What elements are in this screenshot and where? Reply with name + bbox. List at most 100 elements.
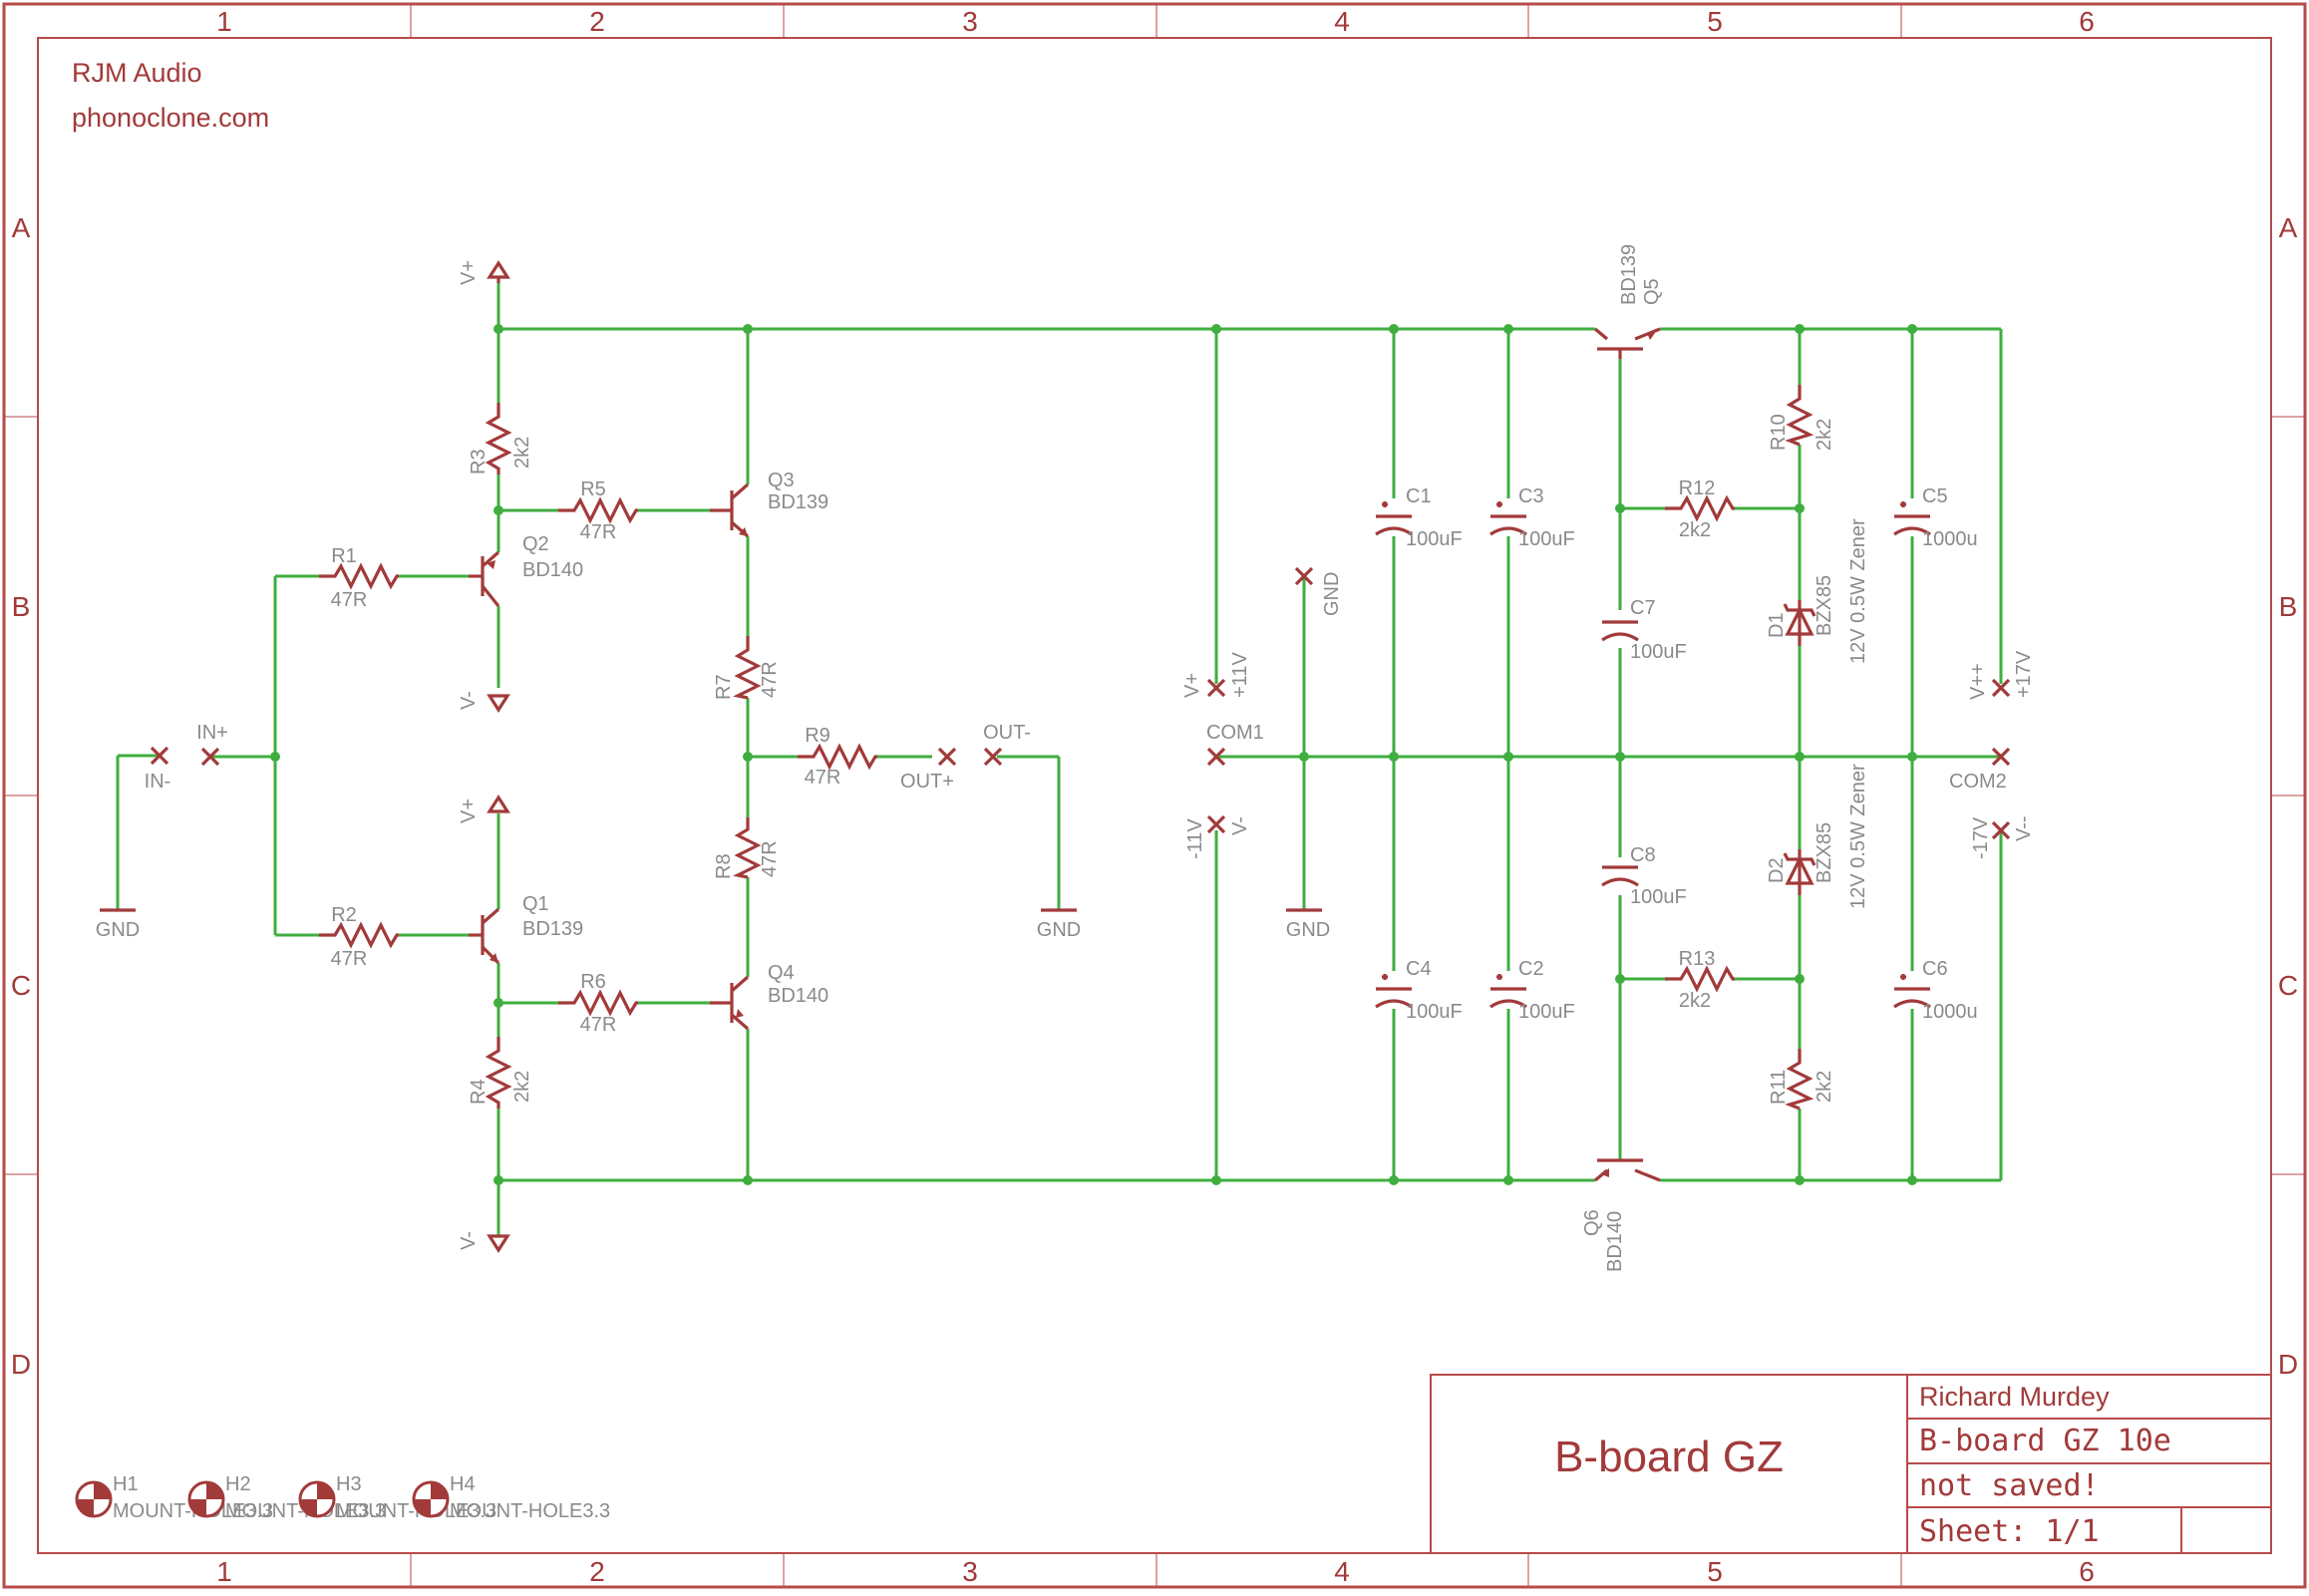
schematic-label: IN+ (196, 722, 228, 744)
schematic-label: R8 (713, 853, 735, 879)
schematic-label: 1000u (1922, 1001, 1978, 1023)
frame-col-4-bottom: 4 (1334, 1556, 1350, 1587)
resistor-r13: R13 2k2 (1665, 948, 1735, 1012)
schematic-label: C4 (1406, 958, 1432, 980)
frame-col-1-top: 1 (216, 6, 232, 37)
frame-row-a-left: A (12, 212, 31, 243)
schematic-label: 47R (331, 589, 368, 611)
frame-row-c-right: C (2278, 970, 2298, 1001)
resistor-r3: R3 2k2 (468, 403, 533, 475)
capacitor-c8: C8 100uF (1601, 844, 1687, 908)
schematic-label: Q3 (768, 470, 795, 491)
schematic-label: +17V (2013, 650, 2035, 698)
connector-in-plus: IN+ (196, 722, 228, 767)
zener-diode-d1: D1 BZX85 12V 0.5W Zener (1766, 518, 1869, 664)
schematic-label: C2 (1518, 958, 1544, 980)
transistor-q2: Q2 BD140 (469, 533, 583, 607)
schematic-label: R1 (331, 545, 357, 567)
schematic-label: H1 (113, 1473, 139, 1495)
schematic-label: C1 (1406, 485, 1432, 507)
capacitor-c2: C2 100uF (1489, 958, 1575, 1023)
mount-hole-h2: H2 MOUNT-HOLE3.3 (187, 1473, 386, 1522)
schematic-label: MOUNT-HOLE3.3 (336, 1500, 496, 1522)
frame-row-b-left: B (12, 591, 31, 622)
schematic-label: V- (458, 1231, 480, 1250)
schematic-label: V+ (1181, 673, 1203, 698)
schematic-label: GND (96, 919, 140, 941)
schematic-label: R6 (580, 971, 606, 993)
frame-col-4-top: 4 (1334, 6, 1350, 37)
frame-col-2-bottom: 2 (589, 1556, 605, 1587)
schematic-label: 12V 0.5W Zener (1847, 518, 1869, 664)
schematic-label: R4 (468, 1079, 490, 1105)
transistor-q6: Q6 BD140 (1581, 1158, 1661, 1272)
mount-hole-h3: H3 MOUNT-HOLE3.3 (298, 1473, 496, 1522)
connector-vmm-17v: -17V V-- (1970, 815, 2035, 859)
resistor-r4: R4 2k2 (468, 1037, 533, 1109)
junctions (270, 324, 1917, 1185)
resistor-r9: R9 47R (798, 725, 877, 789)
capacitor-c6: C6 1000u (1893, 958, 1978, 1023)
schematic-label: R2 (331, 904, 357, 926)
vminus-supply-2: V- (458, 1231, 510, 1253)
schematic-label: 47R (759, 840, 781, 877)
title-block-author: Richard Murdey (1919, 1382, 2110, 1412)
schematic-label: GND (1321, 572, 1343, 616)
schematic-label: 12V 0.5W Zener (1847, 764, 1869, 909)
schematic-label: 2k2 (1814, 419, 1835, 451)
capacitor-c1: C1 100uF (1375, 485, 1463, 550)
schematic-label: BD140 (768, 985, 828, 1007)
frame-col-3-bottom: 3 (962, 1556, 978, 1587)
connector-com1: COM1 (1206, 722, 1264, 767)
schematic-label: 100uF (1518, 528, 1575, 550)
schematic-label: OUT+ (900, 771, 954, 793)
schematic-label: V- (1229, 816, 1251, 835)
connector-out-plus: OUT+ (900, 747, 957, 793)
vplus-supply-2: V+ (458, 795, 510, 823)
schematic-label: Q2 (522, 533, 549, 555)
schematic-label: 100uF (1406, 528, 1463, 550)
schematic-label: 1000u (1922, 528, 1978, 550)
schematic-label: R9 (805, 725, 830, 747)
transistor-q5: BD139 Q5 (1593, 244, 1663, 359)
schematic-label: H3 (336, 1473, 362, 1495)
schematic-label: Q4 (768, 962, 795, 984)
schematic-label: V-- (2013, 815, 2035, 841)
schematic-label: R5 (580, 479, 606, 500)
schematic-label: H2 (225, 1473, 251, 1495)
title-block-project: B-board GZ 10e (1919, 1424, 2171, 1458)
frame-col-6-bottom: 6 (2079, 1556, 2095, 1587)
schematic-label: Q1 (522, 893, 549, 915)
connector-com2: COM2 (1949, 747, 2011, 793)
resistor-r8: R8 47R (713, 817, 781, 879)
schematic-label: 47R (805, 767, 841, 789)
schematic-label: 2k2 (511, 437, 533, 469)
title-block-sheet: Sheet: 1/1 (1919, 1514, 2100, 1549)
brand-company: RJM Audio (72, 58, 202, 88)
resistor-r5: R5 47R (558, 479, 638, 543)
schematic-label: R13 (1679, 948, 1716, 970)
schematic-label: BD140 (522, 559, 583, 581)
schematic-label: 47R (580, 1014, 617, 1036)
schematic-label: 100uF (1630, 641, 1687, 663)
frame-row-c-left: C (11, 970, 31, 1001)
resistor-r6: R6 47R (558, 971, 638, 1036)
schematic-label: BZX85 (1814, 822, 1835, 883)
frame-col-6-top: 6 (2079, 6, 2095, 37)
zener-diode-d2: D2 BZX85 12V 0.5W Zener (1766, 764, 1869, 909)
frame-col-5-bottom: 5 (1707, 1556, 1723, 1587)
resistor-r7: R7 47R (713, 636, 781, 700)
frame-col-3-top: 3 (962, 6, 978, 37)
schematic-label: D2 (1766, 857, 1788, 883)
gnd-symbol-3: GND (1286, 908, 1330, 941)
capacitor-c5: C5 1000u (1893, 485, 1978, 550)
schematic-label: R7 (713, 674, 735, 700)
brand-website: phonoclone.com (72, 103, 269, 133)
schematic-label: 47R (580, 521, 617, 543)
schematic-label: 47R (759, 661, 781, 698)
schematic-label: 2k2 (511, 1071, 533, 1103)
transistor-q4: Q4 BD140 (710, 962, 828, 1031)
resistor-r11: R11 2k2 (1768, 1049, 1835, 1111)
